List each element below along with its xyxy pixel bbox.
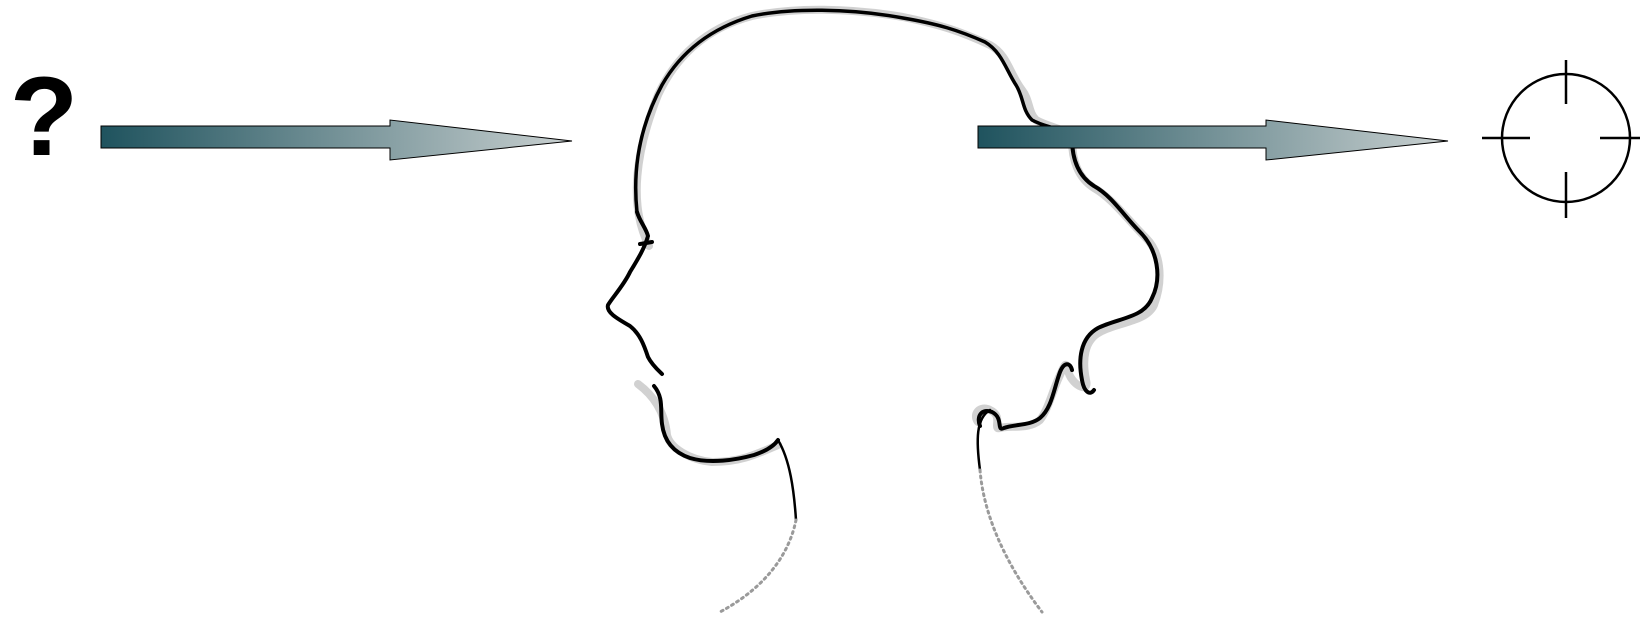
head-outline-neck-back-fade — [980, 470, 1042, 612]
input-arrow — [101, 120, 572, 160]
head-outline-halo — [637, 10, 1160, 462]
output-arrow — [978, 120, 1448, 160]
head-outline-crown — [636, 10, 1072, 212]
crosshair-target-icon — [1482, 60, 1640, 218]
head-outline-brow — [640, 242, 652, 244]
head-silhouette — [608, 10, 1160, 612]
head-outline-nape — [979, 364, 1072, 428]
head-outline-neck-front-fade — [720, 520, 796, 612]
head-outline-face — [608, 212, 662, 374]
head-outline-neck-front — [778, 440, 796, 520]
